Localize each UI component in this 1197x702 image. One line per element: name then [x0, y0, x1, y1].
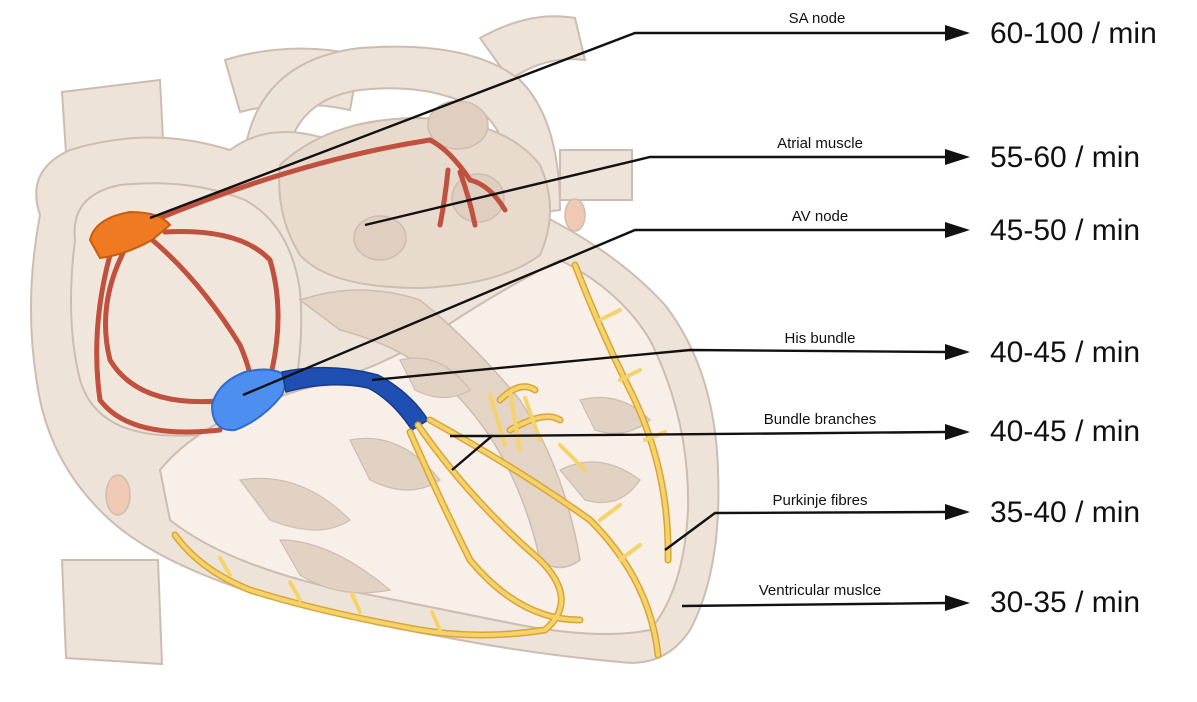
- inferior-vena-cava: [62, 560, 162, 664]
- rate-his-bundle: 40-45 / min: [990, 336, 1140, 369]
- label-his-bundle: His bundle: [785, 330, 856, 347]
- annotation-labels: SA node 60-100 / min Atrial muscle 55-60…: [759, 10, 1157, 619]
- rate-bundle-branches: 40-45 / min: [990, 415, 1140, 448]
- arrowhead-bundle-branches: [945, 424, 970, 440]
- label-atrial-muscle: Atrial muscle: [777, 135, 863, 152]
- rate-ventricular-muscle: 30-35 / min: [990, 586, 1140, 619]
- arrowhead-purkinje-fibres: [945, 504, 970, 520]
- arrowhead-ventricular-muscle: [945, 595, 970, 611]
- arrowhead-sa-node: [945, 25, 970, 41]
- arrowhead-his-bundle: [945, 344, 970, 360]
- coronary-vessel-right: [565, 199, 585, 231]
- label-purkinje-fibres: Purkinje fibres: [772, 492, 867, 509]
- label-ventricular-muscle: Ventricular muslce: [759, 582, 882, 599]
- arrowhead-atrial-muscle: [945, 149, 970, 165]
- label-av-node: AV node: [792, 208, 848, 225]
- rate-purkinje-fibres: 35-40 / min: [990, 496, 1140, 529]
- arrowhead-av-node: [945, 222, 970, 238]
- rate-av-node: 45-50 / min: [990, 214, 1140, 247]
- coronary-vessel-left: [106, 475, 130, 515]
- label-bundle-branches: Bundle branches: [764, 411, 877, 428]
- leader-ventricular-muscle: [682, 603, 945, 606]
- rate-sa-node: 60-100 / min: [990, 17, 1157, 50]
- label-sa-node: SA node: [789, 10, 846, 27]
- rate-atrial-muscle: 55-60 / min: [990, 141, 1140, 174]
